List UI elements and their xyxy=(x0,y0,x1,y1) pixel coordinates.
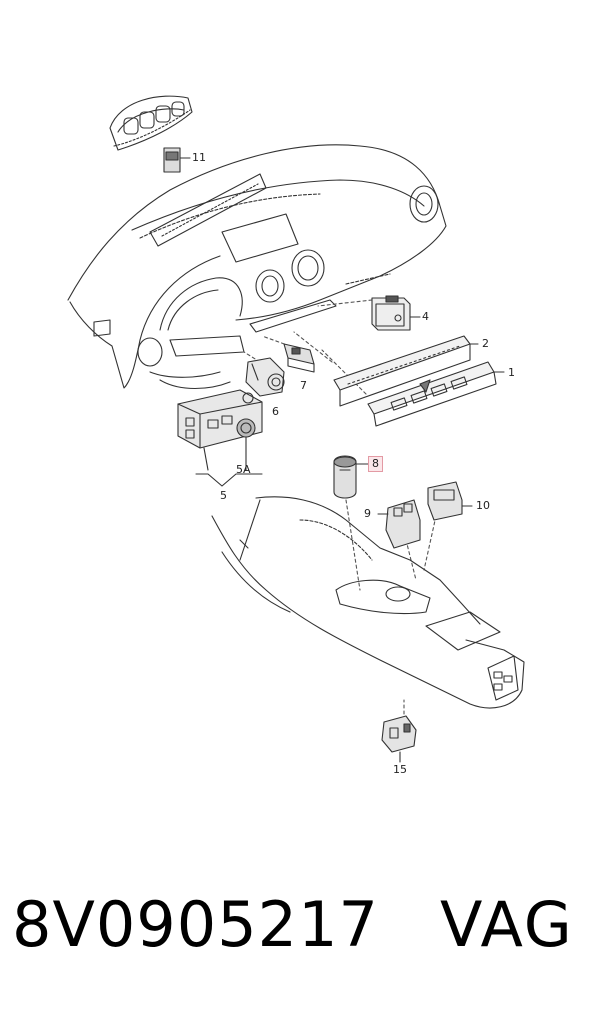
callout-11: 11 xyxy=(192,151,206,164)
callout-10: 10 xyxy=(476,499,490,512)
callout-2: 2 xyxy=(482,337,489,350)
part-5-light-switch xyxy=(177,389,263,471)
callout-8-highlighted: 8 xyxy=(368,456,383,472)
callout-5A: 5A xyxy=(236,463,251,476)
callout-9: 9 xyxy=(364,507,371,520)
center-console xyxy=(211,496,525,709)
part-number: 8V0905217 xyxy=(12,888,379,961)
part-7-switch xyxy=(283,343,315,373)
part-5-bracket xyxy=(195,473,263,487)
part-10-switch xyxy=(427,481,473,521)
part-1-switch-strip xyxy=(367,361,505,427)
exploded-parts-diagram: 11 4 2 1 7 6 8 5A 5 10 9 15 xyxy=(67,95,525,776)
part-2-trim-strip xyxy=(333,335,479,407)
part-6-switch xyxy=(245,357,285,397)
callout-5: 5 xyxy=(220,489,227,502)
part-11-switch xyxy=(163,147,191,173)
callout-4: 4 xyxy=(422,310,429,323)
callout-6: 6 xyxy=(272,405,279,418)
callout-15: 15 xyxy=(393,763,407,776)
dashboard-outline xyxy=(67,144,447,389)
part-11-vent-cluster xyxy=(109,95,193,151)
brand-name: VAG xyxy=(440,888,574,961)
part-9-switch xyxy=(377,499,421,549)
part-15-switch xyxy=(381,715,417,763)
diagram-drawing xyxy=(67,95,525,763)
callout-7: 7 xyxy=(300,379,307,392)
callout-1: 1 xyxy=(508,366,515,379)
part-8-socket xyxy=(333,455,369,499)
footer: 8V0905217 VAG xyxy=(0,888,600,978)
part-4-switch xyxy=(371,295,421,331)
